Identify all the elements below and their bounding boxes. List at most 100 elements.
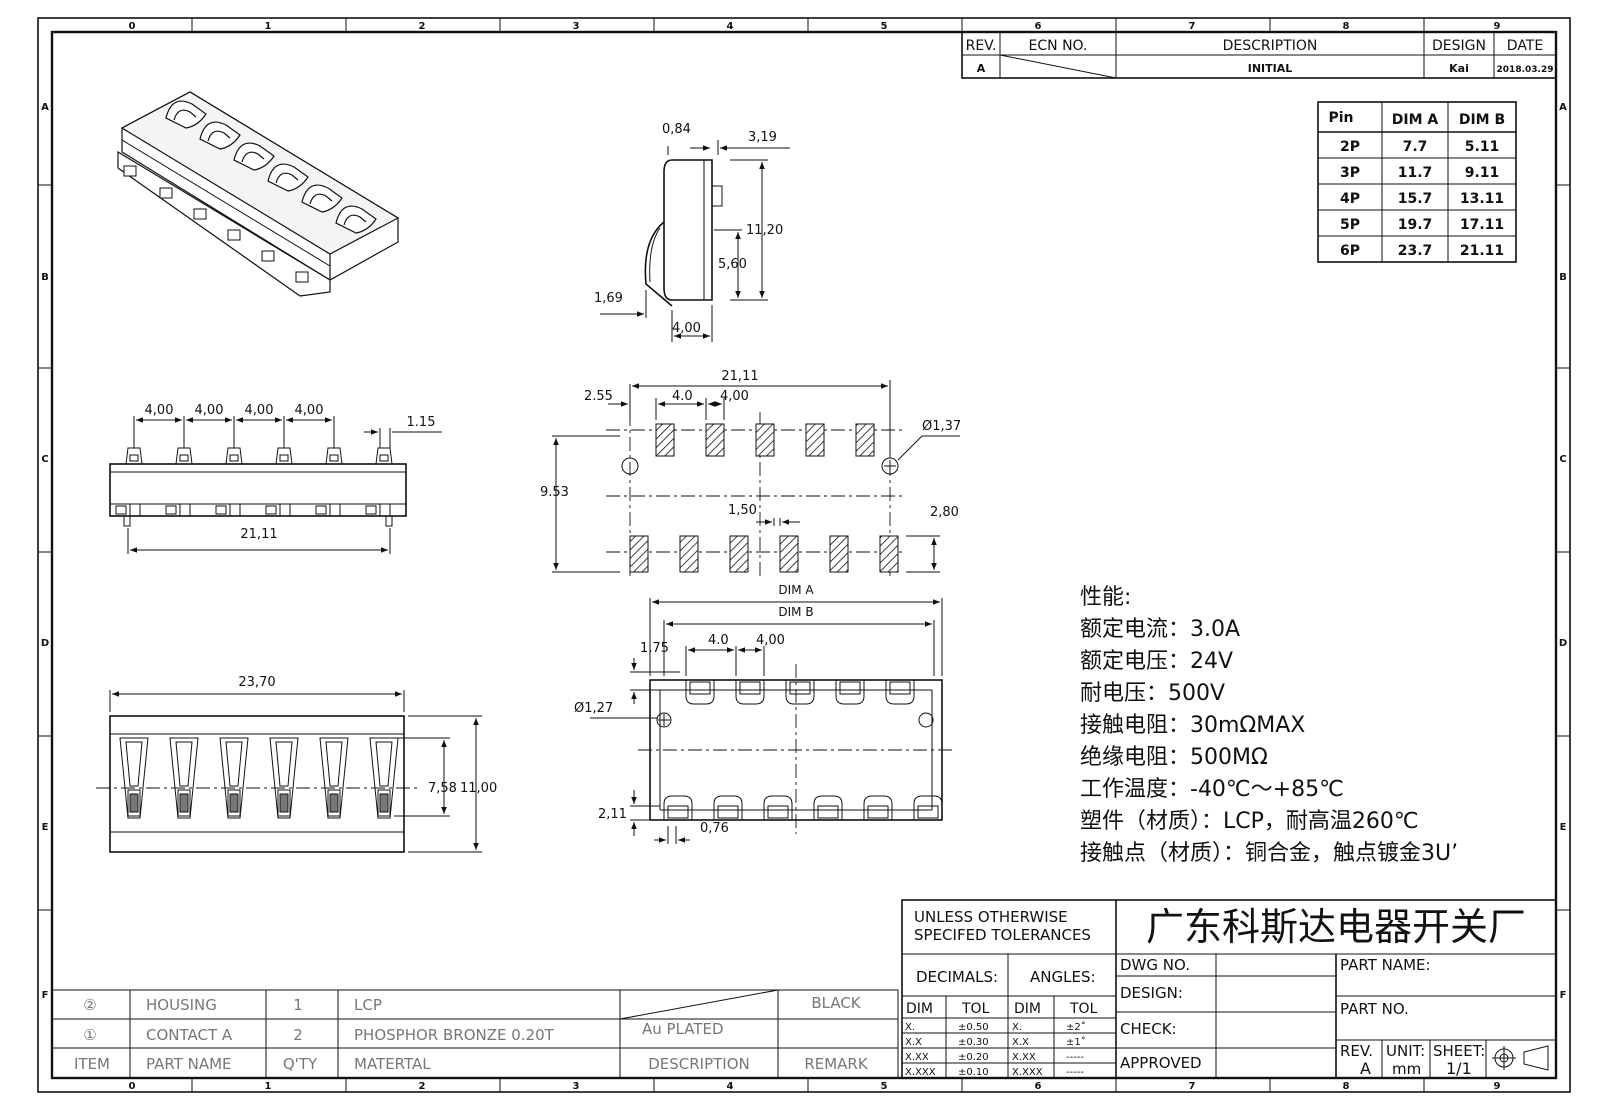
design-label: DESIGN: xyxy=(1120,984,1183,1002)
dim-label: 21,11 xyxy=(721,369,758,384)
unit-label: UNIT: xyxy=(1386,1042,1425,1060)
bom-qty: 1 xyxy=(293,996,303,1014)
dim-label: 4,00 xyxy=(672,321,701,336)
bom-header: REMARK xyxy=(804,1055,869,1073)
pin-table-cell: 9.11 xyxy=(1465,165,1500,181)
decimal-dim: X.XX xyxy=(905,1052,929,1063)
bom-part-name: CONTACT A xyxy=(146,1026,233,1044)
dim-label: Ø1,27 xyxy=(574,701,613,716)
bom-header: ITEM xyxy=(74,1055,110,1073)
pin-table-cell: 7.7 xyxy=(1403,139,1428,155)
grid-row-left: D xyxy=(41,638,49,649)
dim-label: 4,00 xyxy=(245,403,274,418)
description-value: INITIAL xyxy=(1248,62,1293,75)
spec-line: 绝缘电阻：500MΩ xyxy=(1080,745,1268,770)
spec-line: 接触电阻：30mΩMAX xyxy=(1080,713,1305,738)
angle-tol: ----- xyxy=(1066,1067,1084,1078)
description-header: DESCRIPTION xyxy=(1223,38,1318,54)
decimal-tol: ±0.30 xyxy=(958,1037,989,1048)
rev-value: A xyxy=(1360,1059,1371,1078)
grid-col-top: 6 xyxy=(1035,21,1042,32)
approved-label: APPROVED xyxy=(1120,1054,1202,1072)
dim-label: 9.53 xyxy=(540,485,569,500)
date-value: 2018.03.29 xyxy=(1497,65,1554,75)
dim-label: 4,00 xyxy=(720,389,749,404)
bom-header: PART NAME xyxy=(146,1055,232,1073)
dim-label: 4,00 xyxy=(195,403,224,418)
grid-col-top: 9 xyxy=(1494,21,1501,32)
dim-header: DIM xyxy=(906,1001,933,1017)
top-view: 23,70 7,58 11,00 xyxy=(96,675,497,853)
grid-col-top: 3 xyxy=(573,21,580,32)
grid-row-left: B xyxy=(41,272,49,283)
bom-header: DESCRIPTION xyxy=(648,1055,750,1073)
pin-table-cell: 15.7 xyxy=(1398,191,1433,207)
bom-item: ② xyxy=(83,996,96,1014)
grid-row-right: D xyxy=(1559,638,1567,649)
dwg-no-label: DWG NO. xyxy=(1120,956,1190,974)
decimal-tol: ±0.10 xyxy=(958,1067,989,1078)
pin-table-header: Pin xyxy=(1328,110,1353,126)
decimal-dim: X.XXX xyxy=(905,1067,936,1078)
specifications: 性能: 额定电流：3.0A 额定电压：24V 耐电压：500V 接触电阻：30m… xyxy=(1080,585,1458,866)
grid-row-left: E xyxy=(42,822,49,833)
bottom-view: DIM A DIM B 1,75 4.0 4,00 Ø1,27 2,11 0,7… xyxy=(574,583,956,844)
angle-tol: ±2˚ xyxy=(1066,1021,1086,1033)
tol-header: TOL xyxy=(961,1001,990,1017)
decimal-dim: X.X xyxy=(905,1037,922,1048)
decimal-dim: X. xyxy=(905,1022,915,1033)
grid-col-bottom: 5 xyxy=(881,1081,888,1092)
tol-header: TOL xyxy=(1069,1001,1098,1017)
grid-col-bottom: 3 xyxy=(573,1081,580,1092)
rev-header: REV. xyxy=(966,38,997,54)
grid-col-bottom: 4 xyxy=(727,1081,734,1092)
bom-header: MATERTAL xyxy=(354,1055,431,1073)
dim-label: 7,58 xyxy=(428,781,457,796)
spec-line: 接触点（材质）：铜合金，触点镀金3U’ xyxy=(1080,841,1458,866)
spec-line: 额定电流：3.0A xyxy=(1080,617,1240,642)
grid-col-bottom: 2 xyxy=(419,1081,426,1092)
bom-header: Q'TY xyxy=(283,1055,318,1073)
pin-table-cell: 5P xyxy=(1340,217,1360,233)
dim-label: 21,11 xyxy=(240,527,277,542)
angles-label: ANGLES: xyxy=(1030,968,1096,986)
dim-label: 0,84 xyxy=(662,122,691,137)
dim-label: 3,19 xyxy=(748,130,777,145)
spec-line: 工作温度：-40℃～+85℃ xyxy=(1080,777,1344,802)
spec-line: 额定电压：24V xyxy=(1080,649,1233,674)
title-block: UNLESS OTHERWISE SPECIFED TOLERANCES DEC… xyxy=(901,899,1557,1079)
dim-header: DIM xyxy=(1014,1001,1041,1017)
bill-of-materials: ② HOUSING 1 LCP BLACK ① CONTACT A 2 PHOS… xyxy=(51,989,899,1079)
angle-tol: ----- xyxy=(1066,1052,1084,1063)
grid-col-bottom: 1 xyxy=(265,1081,272,1092)
dim-label: Ø1,37 xyxy=(922,419,961,434)
dim-label: 4,00 xyxy=(145,403,174,418)
dim-label: 4,00 xyxy=(295,403,324,418)
bom-qty: 2 xyxy=(293,1026,303,1044)
bom-material: PHOSPHOR BRONZE 0.20T xyxy=(354,1026,555,1044)
dim-label: 4.0 xyxy=(708,633,729,648)
isometric-view xyxy=(117,91,400,297)
tolerance-note: SPECIFED TOLERANCES xyxy=(914,926,1091,944)
tolerance-note: UNLESS OTHERWISE xyxy=(914,908,1068,926)
pin-table-cell: 11.7 xyxy=(1398,165,1433,181)
side-view: 0,84 3,19 11,20 5,60 1,69 4,00 xyxy=(594,122,790,342)
spec-heading: 性能: xyxy=(1080,585,1131,610)
grid-row-right: B xyxy=(1559,272,1567,283)
dim-label: 2.55 xyxy=(584,389,613,404)
dim-label: 5,60 xyxy=(718,257,747,272)
grid-col-top: 1 xyxy=(265,21,272,32)
grid-col-top: 7 xyxy=(1189,21,1196,32)
rev-value: A xyxy=(977,62,986,75)
pin-dimension-table: Pin DIM A DIM B 2P 7.7 5.11 3P 11.7 9.11… xyxy=(1317,101,1517,263)
dim-label: DIM B xyxy=(778,605,813,619)
ecn-header: ECN NO. xyxy=(1029,38,1088,54)
design-header: DESIGN xyxy=(1432,38,1486,54)
dim-label: 2,80 xyxy=(930,505,959,520)
dim-label: 1,50 xyxy=(728,503,757,518)
pin-table-cell: 23.7 xyxy=(1398,243,1433,259)
decimals-label: DECIMALS: xyxy=(916,968,998,986)
pcb-layout-view: 21,11 2.55 4.0 4,00 Ø1,37 9.53 1,50 2,80 xyxy=(540,369,961,580)
dim-label: 2,11 xyxy=(598,807,627,822)
